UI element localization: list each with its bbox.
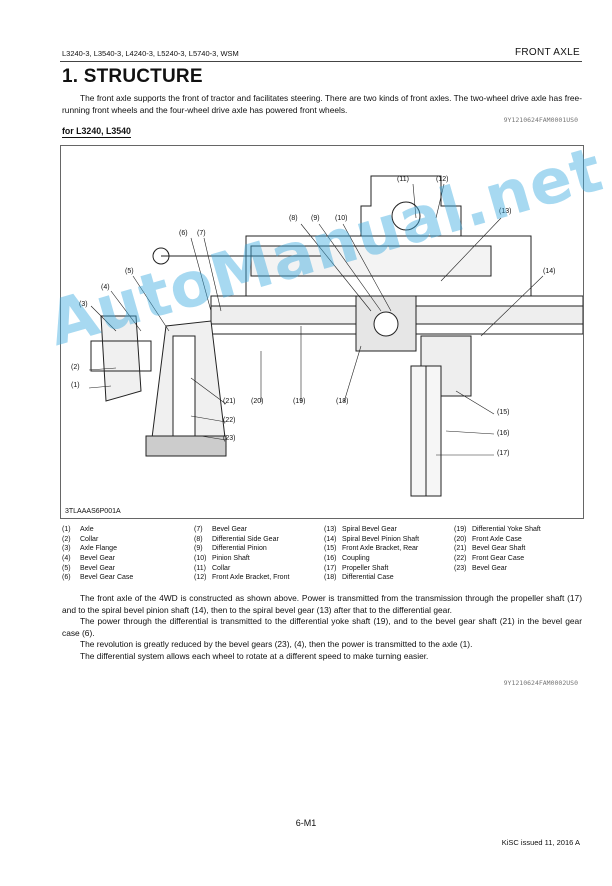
callout-21: (21): [223, 398, 236, 405]
pinion-shaft-housing: [250, 245, 492, 277]
legend-item: (16)Coupling: [324, 555, 370, 563]
legend-item: (8)Differential Side Gear: [194, 535, 279, 543]
figure-code: 3TLAAAS6P001A: [65, 508, 121, 515]
model-subheading: for L3240, L3540: [62, 126, 131, 138]
legend-item: (19)Differential Yoke Shaft: [454, 526, 541, 533]
page-title: 1. STRUCTURE: [62, 66, 203, 87]
leader-lines: [88, 183, 544, 456]
legend-col-1: (1)Axle (2)Collar (3)Axle Flange (4)Beve…: [62, 525, 133, 583]
legend-item: (9)Differential Pinion: [194, 545, 267, 553]
legend-item: (20)Front Axle Case: [454, 535, 522, 543]
legend-item: (3)Axle Flange: [62, 545, 117, 553]
header-models: L3240-3, L3540-3, L4240-3, L5240-3, L574…: [62, 49, 239, 58]
front-bracket-shape: [360, 175, 462, 237]
legend-col-4: (19)Differential Yoke Shaft (20)Front Ax…: [454, 525, 541, 573]
legend-item: (10)Pinion Shaft: [194, 555, 250, 563]
callout-1: (1): [71, 382, 80, 389]
bevel-gear-bottom: [145, 435, 227, 457]
body-paragraph: The differential system allows each whee…: [80, 650, 429, 661]
body-paragraph: The power through the differential is tr…: [62, 616, 582, 638]
callout-19: (19): [293, 398, 306, 405]
callout-22: (22): [223, 417, 236, 424]
callout-14: (14): [543, 268, 556, 275]
header-section: FRONT AXLE: [514, 47, 580, 58]
differential-pinion-shape: [373, 311, 399, 337]
callout-3: (3): [79, 301, 88, 308]
legend-item: (12)Front Axle Bracket, Front: [194, 574, 290, 582]
legend-item: (22)Front Gear Case: [454, 555, 525, 563]
body-code: 9Y1210624FAM0002US0: [503, 679, 578, 687]
bracket-boss: [391, 201, 421, 231]
callout-15: (15): [497, 409, 510, 416]
legend-item: (1)Axle: [62, 526, 94, 533]
legend-item: (15)Front Axle Bracket, Rear: [324, 545, 419, 553]
tie-rod-end: [152, 247, 170, 265]
legend-item: (13)Spiral Bevel Gear: [324, 526, 397, 533]
legend-item: (7)Bevel Gear: [194, 526, 248, 533]
footer-issue: KiSC issued 11, 2016 A: [501, 838, 580, 847]
body-text: The front axle of the 4WD is constructed…: [62, 593, 582, 662]
intro-paragraph: The front axle supports the front of tra…: [62, 93, 582, 115]
legend-col-3: (13)Spiral Bevel Gear (14)Spiral Bevel P…: [324, 525, 419, 583]
legend-item: (5)Bevel Gear: [62, 564, 116, 572]
legend-item: (23)Bevel Gear: [454, 564, 508, 572]
legend-item: (11)Collar: [194, 564, 231, 572]
callout-12: (12): [436, 176, 449, 183]
callout-10: (10): [335, 215, 348, 222]
legend-item: (18)Differential Case: [324, 574, 394, 582]
body-paragraph: The revolution is greatly reduced by the…: [80, 639, 473, 649]
intro-code: 9Y1210624FAM0001US0: [503, 116, 578, 124]
legend-item: (17)Propeller Shaft: [324, 564, 389, 572]
callout-17: (17): [497, 450, 510, 457]
callout-7: (7): [197, 230, 206, 237]
callout-18: (18): [336, 398, 349, 405]
axle-drawing: [88, 175, 583, 497]
body-paragraph: The front axle of the 4WD is constructed…: [62, 593, 582, 615]
axle-flange-shape: [100, 315, 142, 402]
callout-8: (8): [289, 215, 298, 222]
callout-13: (13): [499, 208, 512, 215]
callout-6: (6): [179, 230, 188, 237]
callout-23: (23): [223, 435, 236, 442]
callout-20: (20): [251, 398, 264, 405]
callout-2: (2): [71, 364, 80, 371]
legend-item: (2)Collar: [62, 535, 99, 543]
header-rule: [60, 61, 582, 62]
callout-9: (9): [311, 215, 320, 222]
bevel-gear-shaft-shape: [172, 335, 196, 437]
legend-item: (6)Bevel Gear Case: [62, 574, 134, 582]
callout-4: (4): [101, 284, 110, 291]
page-number: 6-M1: [295, 818, 317, 828]
callout-5: (5): [125, 268, 134, 275]
axle-shape: [90, 340, 152, 372]
callout-16: (16): [497, 430, 510, 437]
legend-item: (14)Spiral Bevel Pinion Shaft: [324, 535, 420, 543]
callout-11: (11): [397, 176, 409, 183]
legend-item: (21)Bevel Gear Shaft: [454, 545, 526, 553]
legend-item: (4)Bevel Gear: [62, 555, 116, 563]
axle-diagram: (11) (12) (13) (14) (8) (9) (10) (6) (7)…: [60, 145, 584, 519]
legend-col-2: (7)Bevel Gear (8)Differential Side Gear …: [194, 525, 289, 583]
